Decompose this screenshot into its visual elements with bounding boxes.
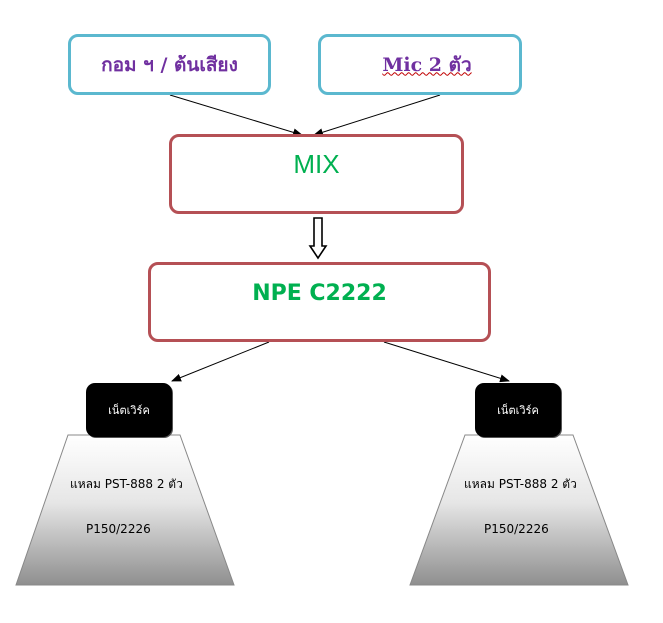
arrow-npe-to-right [383, 341, 510, 383]
network-label-left: เน็ตเวิร์ค [108, 404, 150, 417]
processor-box: NPE C2222 [148, 262, 491, 342]
arrow-mix-to-npe [308, 217, 328, 260]
network-box-left: เน็ตเวิร์ค [86, 383, 172, 437]
speaker-right-shape [409, 434, 629, 586]
network-label-right: เน็ตเวิร์ค [497, 404, 539, 417]
source-computer-box: กอม ฯ / ต้นเสียง [68, 34, 271, 95]
arrow-src1-to-mix [169, 94, 303, 137]
speaker-left-shape [15, 434, 235, 586]
amp-label-left: P150/2226 [86, 522, 151, 536]
processor-label: NPE C2222 [252, 280, 387, 306]
network-box-right: เน็ตเวิร์ค [475, 383, 561, 437]
source-computer-label: กอม ฯ / ต้นเสียง [101, 53, 238, 76]
mixer-label: MIX [293, 148, 340, 179]
arrow-src2-to-mix [313, 94, 441, 137]
source-mic-label: Mic 2 ตัว [382, 53, 472, 76]
arrow-npe-to-left [171, 341, 270, 382]
mixer-box: MIX [169, 134, 464, 214]
speaker-label-left: แหลม PST-888 2 ตัว [70, 477, 183, 491]
source-mic-box: Mic 2 ตัว [318, 34, 522, 95]
speaker-label-right: แหลม PST-888 2 ตัว [464, 477, 577, 491]
amp-label-right: P150/2226 [484, 522, 549, 536]
